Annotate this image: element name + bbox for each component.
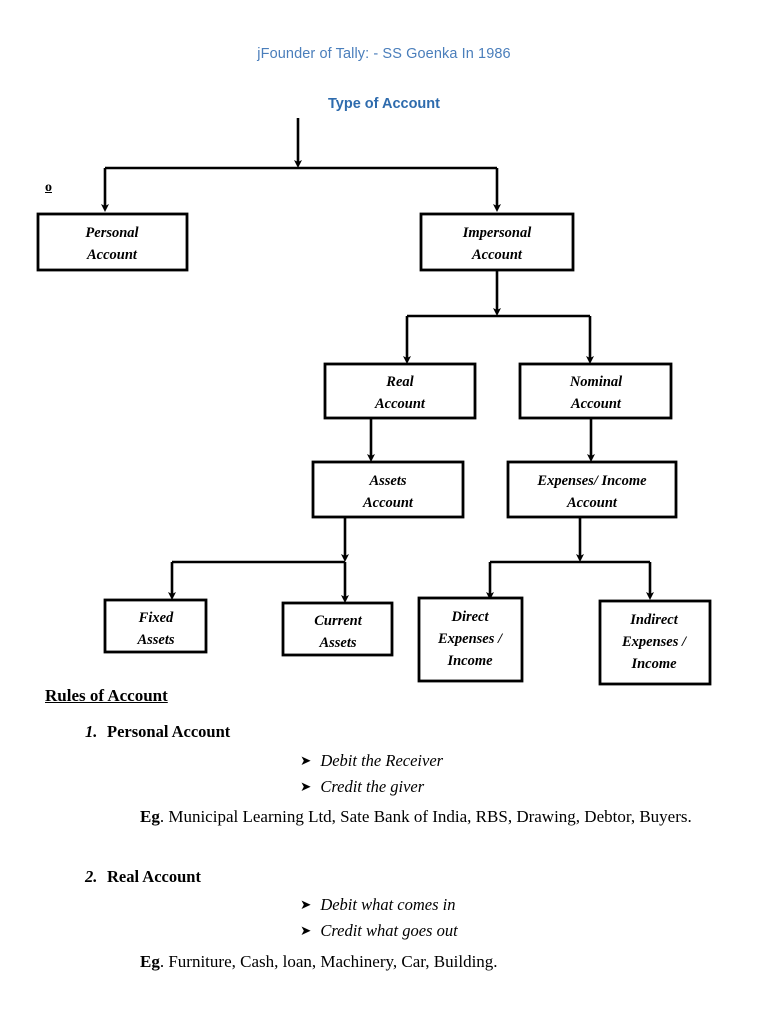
node-current-assets-line1: Current — [314, 613, 363, 629]
rules-of-account-heading: Rules of Account — [45, 686, 168, 705]
node-expenses-income-account — [506, 460, 678, 519]
page-title: jFounder of Tally: - SS Goenka In 1986 — [257, 46, 511, 62]
account-type-flowchart: Personal Account Impersonal Account Real… — [36, 118, 712, 686]
node-nominal-account-line2: Account — [570, 396, 622, 412]
list-item: ➤ Debit the Receiver — [300, 748, 443, 774]
rule-1-title: Personal Account — [107, 722, 231, 741]
node-personal-account-line1: Personal — [85, 225, 138, 241]
node-direct-expenses-income-line2: Expenses / — [437, 631, 504, 647]
node-indirect-expenses-income-line3: Income — [630, 656, 677, 672]
node-assets-account — [311, 460, 465, 519]
node-impersonal-account-line2: Account — [471, 247, 523, 263]
rule-1-eg-label: Eg — [140, 807, 160, 826]
list-item: ➤ Debit what comes in — [300, 892, 458, 918]
rule-1-number: 1. — [85, 722, 98, 741]
rule-item-2: 2. Real Account — [85, 867, 201, 887]
node-direct-expenses-income-line3: Income — [446, 653, 493, 669]
rule-2-eg-label: Eg — [140, 952, 160, 971]
rule-2-example: Eg. Furniture, Cash, loan, Machinery, Ca… — [45, 948, 735, 976]
list-item: ➤ Credit what goes out — [300, 918, 458, 944]
node-fixed-assets-line2: Assets — [136, 632, 174, 648]
node-fixed-assets-line1: Fixed — [138, 610, 174, 626]
node-indirect-expenses-income-line1: Indirect — [629, 612, 679, 628]
node-fixed-assets — [103, 598, 208, 654]
bullet-arrow-icon: ➤ — [300, 897, 312, 913]
rule-1-bullets: ➤ Debit the Receiver ➤ Credit the giver — [300, 748, 443, 800]
bullet-arrow-icon: ➤ — [300, 753, 312, 769]
rule-2-eg-text: . Furniture, Cash, loan, Machinery, Car,… — [159, 952, 498, 971]
node-current-assets — [281, 601, 394, 657]
node-current-assets-line2: Assets — [318, 635, 356, 651]
rule-2-bullet-1: Debit what comes in — [320, 895, 456, 914]
node-real-account-line1: Real — [385, 374, 413, 390]
rule-1-bullet-1: Debit the Receiver — [320, 751, 444, 770]
list-item: ➤ Credit the giver — [300, 774, 443, 800]
node-assets-account-line1: Assets — [368, 473, 406, 489]
node-nominal-account-line1: Nominal — [569, 374, 622, 390]
node-direct-expenses-income-line1: Direct — [450, 609, 489, 625]
rule-1-bullet-2: Credit the giver — [320, 777, 425, 796]
rule-1-example: Eg. Municipal Learning Ltd, Sate Bank of… — [45, 803, 735, 831]
node-real-account — [323, 362, 477, 420]
node-direct-expenses-income — [417, 596, 524, 683]
chart-title: Type of Account — [328, 96, 440, 112]
stray-o-marker: o — [45, 180, 52, 195]
rule-2-bullet-2: Credit what goes out — [320, 921, 458, 940]
node-indirect-expenses-income — [598, 599, 712, 686]
node-nominal-account — [518, 362, 673, 420]
rule-1-eg-text: . Municipal Learning Ltd, Sate Bank of I… — [159, 807, 692, 826]
rule-2-title: Real Account — [107, 867, 201, 886]
node-personal-account-line2: Account — [86, 247, 138, 263]
node-expenses-income-account-line2: Account — [566, 495, 618, 511]
node-impersonal-account — [419, 212, 575, 272]
bullet-arrow-icon: ➤ — [300, 923, 312, 939]
node-assets-account-line2: Account — [362, 495, 414, 511]
node-expenses-income-account-line1: Expenses/ Income — [536, 473, 647, 489]
rule-2-bullets: ➤ Debit what comes in ➤ Credit what goes o… — [300, 892, 458, 944]
node-personal-account — [36, 212, 189, 272]
rule-2-number: 2. — [85, 867, 98, 886]
rule-item-1: 1. Personal Account — [85, 722, 230, 742]
node-impersonal-account-line1: Impersonal — [462, 225, 532, 241]
node-real-account-line2: Account — [374, 396, 426, 412]
node-indirect-expenses-income-line2: Expenses / — [621, 634, 688, 650]
bullet-arrow-icon: ➤ — [300, 779, 312, 795]
